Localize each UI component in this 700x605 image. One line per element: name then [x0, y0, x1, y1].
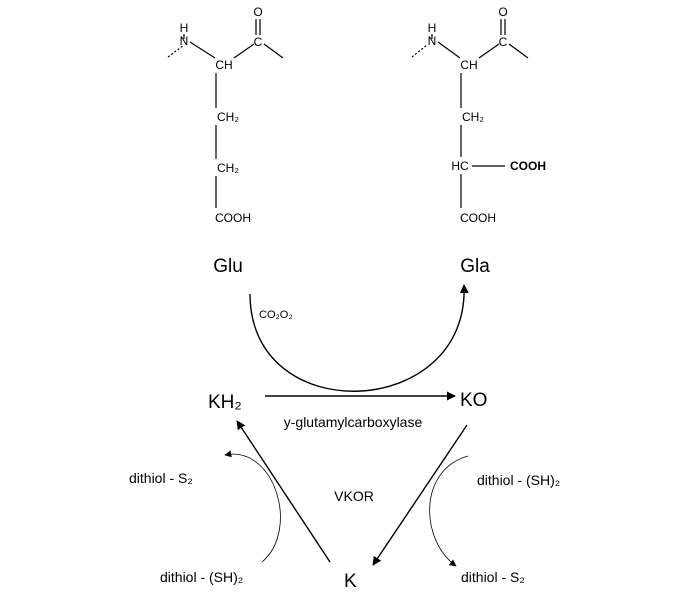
cofactor-label: CO₂O₂ [259, 309, 293, 321]
gla-ch-atom: CH [460, 58, 477, 72]
gla-ch2-atom: CH₂ [462, 110, 484, 124]
glu-n-atom: N [180, 34, 189, 48]
gla-c-chain-bond [508, 43, 529, 59]
glu-h-atom: H [180, 21, 189, 35]
glu-ch2-atom-1: CH₂ [217, 110, 239, 124]
gla-new-carboxyl: COOH [510, 159, 546, 173]
ko-label: KO [460, 390, 487, 411]
glu-ch-atom: CH [215, 58, 232, 72]
right-bottom-label: dithiol - S₂ [461, 569, 525, 585]
glu-n-ch-bond [189, 41, 216, 59]
gla-chain-dash [411, 44, 428, 58]
left-top-label: dithiol - S₂ [129, 470, 193, 486]
gla-structure: H N CH C O CH₂ HC COOH COOH [411, 5, 546, 225]
right-redox-arrow [429, 455, 469, 567]
enzyme-label: y-glutamylcarboxylase [284, 414, 423, 430]
gla-n-ch-bond [437, 41, 461, 59]
glu-structure: H N CH C O CH₂ CH₂ COOH [167, 5, 284, 225]
glu-o-atom: O [253, 5, 262, 19]
glu-ch2-atom-2: CH₂ [217, 161, 239, 175]
gla-h-atom: H [428, 21, 437, 35]
glu-c-chain-bond [263, 43, 284, 59]
right-top-label: dithiol - (SH)₂ [477, 472, 560, 488]
gla-c-atom: C [499, 35, 508, 49]
gla-n-atom: N [428, 34, 437, 48]
glu-label: Glu [213, 256, 243, 277]
gla-cooh-atom: COOH [460, 211, 496, 225]
left-redox-arrow [224, 450, 281, 563]
k-to-kh2-arrow [236, 420, 331, 563]
gla-ch-c-bond [478, 43, 500, 59]
left-bottom-label: dithiol - (SH)₂ [160, 569, 243, 585]
glu-chain-dash [167, 44, 185, 58]
glu-c-atom: C [254, 35, 263, 49]
k-label: K [344, 571, 357, 592]
kh2-label: KH₂ [208, 392, 242, 413]
vkor-label: VKOR [334, 488, 374, 504]
gla-hc-atom: HC [451, 159, 469, 173]
glu-ch-c-bond [233, 43, 255, 59]
glu-cooh-atom: COOH [215, 211, 251, 225]
carboxylation-arc-arrow [249, 284, 469, 392]
ko-to-k-arrow [372, 424, 468, 566]
gla-o-atom: O [498, 5, 507, 19]
gla-label: Gla [460, 256, 490, 277]
